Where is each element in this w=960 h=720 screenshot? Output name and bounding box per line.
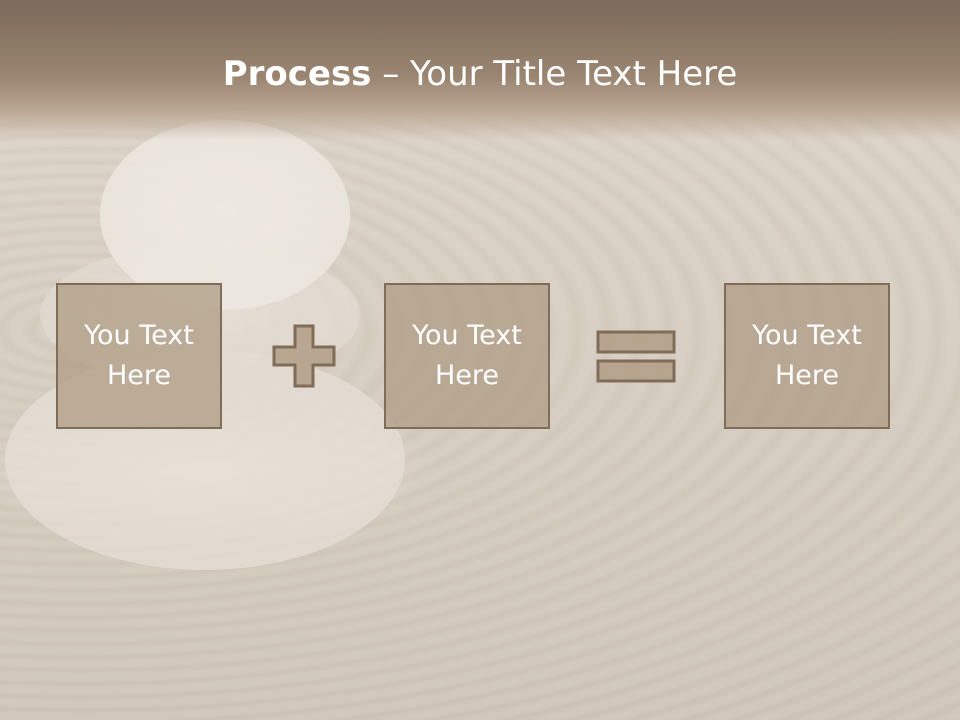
title-band xyxy=(0,0,960,140)
process-box-3[interactable]: You Text Here xyxy=(724,283,890,429)
process-box-2-text: You Text Here xyxy=(412,316,522,396)
title-bold: Process xyxy=(222,54,372,94)
process-box-2-line2: Here xyxy=(434,360,500,391)
slide-title: Process – Your Title Text Here xyxy=(0,52,960,96)
process-box-1-line1: You Text xyxy=(84,320,194,351)
process-box-2-line1: You Text xyxy=(412,320,522,351)
plus-icon xyxy=(272,324,336,388)
process-box-3-text: You Text Here xyxy=(752,316,862,396)
process-box-1[interactable]: You Text Here xyxy=(56,283,222,429)
process-box-3-line2: Here xyxy=(774,360,840,391)
process-box-1-text: You Text Here xyxy=(84,316,194,396)
process-box-1-line2: Here xyxy=(106,360,172,391)
process-box-3-line1: You Text xyxy=(752,320,862,351)
process-box-2[interactable]: You Text Here xyxy=(384,283,550,429)
equals-icon xyxy=(596,330,676,383)
title-rest: – Your Title Text Here xyxy=(371,54,738,94)
